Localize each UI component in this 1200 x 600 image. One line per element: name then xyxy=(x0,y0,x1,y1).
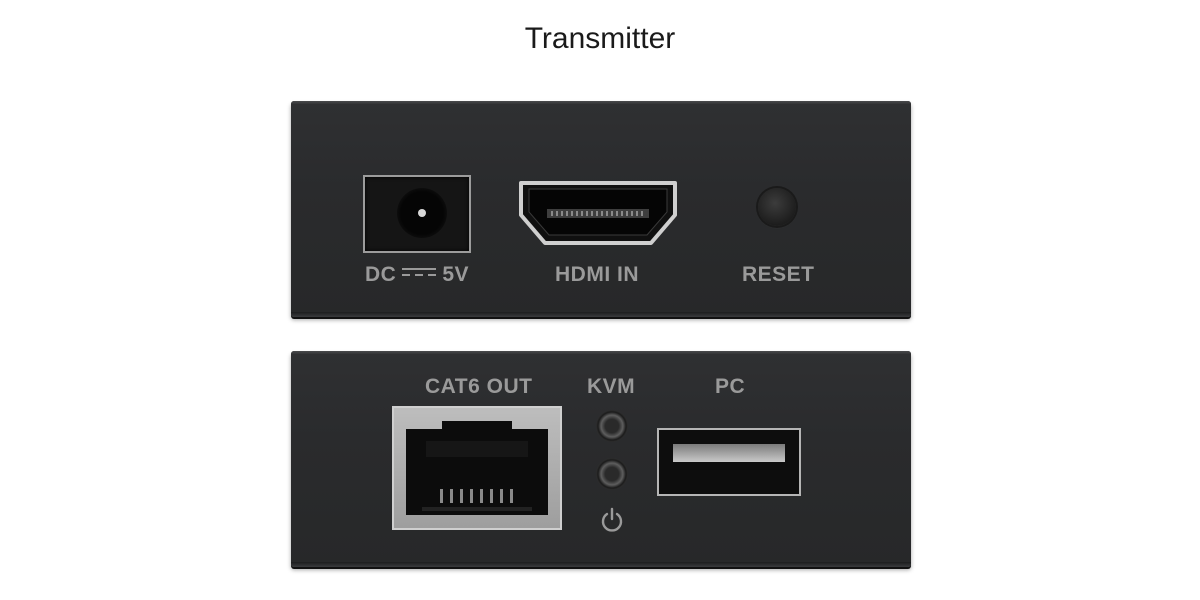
hdmi-in-label: HDMI IN xyxy=(555,263,639,286)
pc-label: PC xyxy=(715,375,746,398)
cat6-out-label: CAT6 OUT xyxy=(425,375,533,398)
hdmi-in-port[interactable] xyxy=(517,179,679,247)
pc-usb-port[interactable] xyxy=(657,428,801,496)
dc-power-jack[interactable] xyxy=(363,175,471,253)
dc-jack-hole xyxy=(397,188,447,238)
front-panel-bottom: CAT6 OUT KVM PC xyxy=(291,351,911,567)
kvm-label: KVM xyxy=(587,375,636,398)
cat6-out-port[interactable] xyxy=(392,406,562,530)
dc-polarity-icon xyxy=(402,268,437,277)
power-led-indicator xyxy=(596,458,628,490)
dc-label-text: DC xyxy=(365,263,397,286)
page-title: Transmitter xyxy=(524,22,676,55)
kvm-led-indicator xyxy=(596,410,628,442)
dc-jack-pin xyxy=(418,209,426,217)
reset-button[interactable] xyxy=(758,188,796,226)
power-icon xyxy=(601,507,623,532)
reset-label: RESET xyxy=(742,263,815,286)
usb-connector-tongue xyxy=(673,444,785,462)
rj45-socket-icon xyxy=(406,421,548,515)
dc-label: DC 5V xyxy=(365,263,469,287)
voltage-label-text: 5V xyxy=(442,263,470,286)
front-panel-top: DC 5V HDMI IN RESET xyxy=(291,101,911,317)
